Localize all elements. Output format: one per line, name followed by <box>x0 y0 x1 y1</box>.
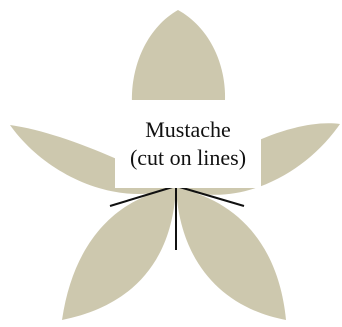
mustache-title: Mustache <box>145 116 231 144</box>
petal-bottom-left <box>62 188 176 320</box>
cut-instruction: (cut on lines) <box>130 144 246 172</box>
mustache-label-box: Mustache (cut on lines) <box>115 100 261 188</box>
petal-bottom-right <box>176 188 286 320</box>
